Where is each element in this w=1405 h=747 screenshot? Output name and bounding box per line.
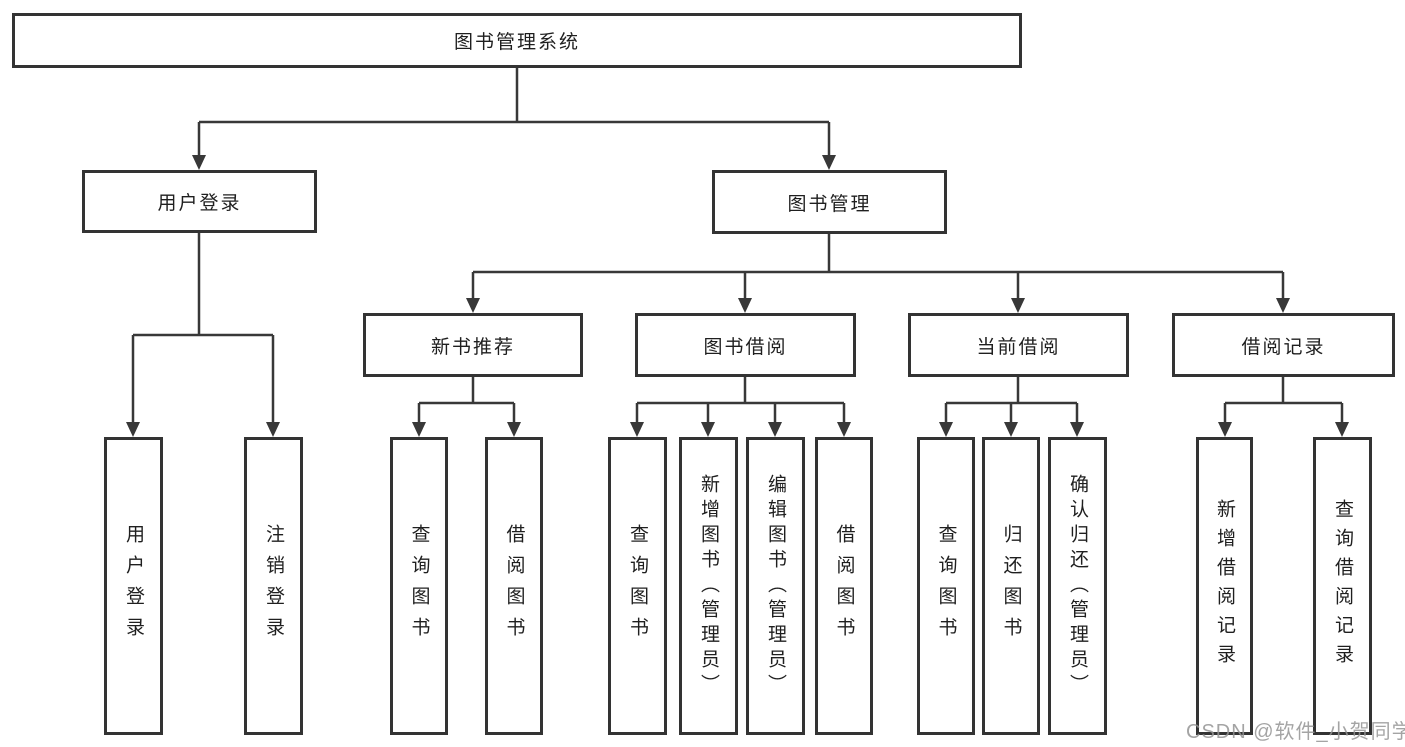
node-book-borrowing: 图书借阅 bbox=[635, 313, 856, 377]
node-label: 注销登录 bbox=[263, 524, 284, 648]
node-leaf-query-borrow-record: 查询借阅记录 bbox=[1313, 437, 1372, 735]
node-leaf-borrow-books: 借阅图书 bbox=[815, 437, 873, 735]
node-new-book-recommendation: 新书推荐 bbox=[363, 313, 583, 377]
node-leaf-user-login: 用户登录 bbox=[104, 437, 163, 735]
node-leaf-add-books-admin: 新增图书（管理员） bbox=[679, 437, 738, 735]
node-leaf-add-borrow-record: 新增借阅记录 bbox=[1196, 437, 1253, 735]
node-user-login-branch: 用户登录 bbox=[82, 170, 317, 233]
node-leaf-logout: 注销登录 bbox=[244, 437, 303, 735]
node-label: 借阅图书 bbox=[503, 524, 525, 648]
node-leaf-query-books-current: 查询图书 bbox=[917, 437, 975, 735]
node-label: 用户登录 bbox=[123, 524, 144, 648]
node-label: 编辑图书（管理员） bbox=[765, 473, 786, 699]
node-library-management-system: 图书管理系统 bbox=[12, 13, 1022, 68]
node-label: 查询图书 bbox=[627, 524, 648, 648]
node-current-borrowing: 当前借阅 bbox=[908, 313, 1129, 377]
node-label: 图书管理 bbox=[787, 193, 872, 215]
node-leaf-borrow-books-recommend: 借阅图书 bbox=[485, 437, 543, 735]
node-label: 查询图书 bbox=[935, 524, 957, 648]
csdn-watermark: CSDN @软件_小贺同学 bbox=[1186, 721, 1405, 743]
node-label: 借阅记录 bbox=[1241, 336, 1326, 358]
node-label: 查询借阅记录 bbox=[1332, 499, 1353, 673]
node-leaf-query-books-recommend: 查询图书 bbox=[390, 437, 448, 735]
node-label: 当前借阅 bbox=[976, 336, 1061, 358]
node-label: 图书管理系统 bbox=[453, 32, 580, 53]
arrowhead-icons bbox=[126, 155, 1349, 437]
node-label: 新增借阅记录 bbox=[1214, 499, 1235, 673]
node-label: 确认归还（管理员） bbox=[1067, 473, 1088, 699]
node-label: 新书推荐 bbox=[430, 336, 515, 358]
node-label: 图书借阅 bbox=[703, 336, 788, 358]
node-borrowing-records: 借阅记录 bbox=[1172, 313, 1395, 377]
node-leaf-confirm-return-admin: 确认归还（管理员） bbox=[1048, 437, 1107, 735]
node-leaf-return-books: 归还图书 bbox=[982, 437, 1040, 735]
node-leaf-query-books-borrow: 查询图书 bbox=[608, 437, 667, 735]
node-leaf-edit-books-admin: 编辑图书（管理员） bbox=[746, 437, 805, 735]
node-label: 新增图书（管理员） bbox=[698, 473, 719, 699]
node-book-management-branch: 图书管理 bbox=[712, 170, 947, 234]
node-label: 查询图书 bbox=[408, 524, 430, 648]
node-label: 归还图书 bbox=[1000, 524, 1022, 648]
node-label: 用户登录 bbox=[157, 193, 242, 214]
node-label: 借阅图书 bbox=[833, 524, 855, 648]
